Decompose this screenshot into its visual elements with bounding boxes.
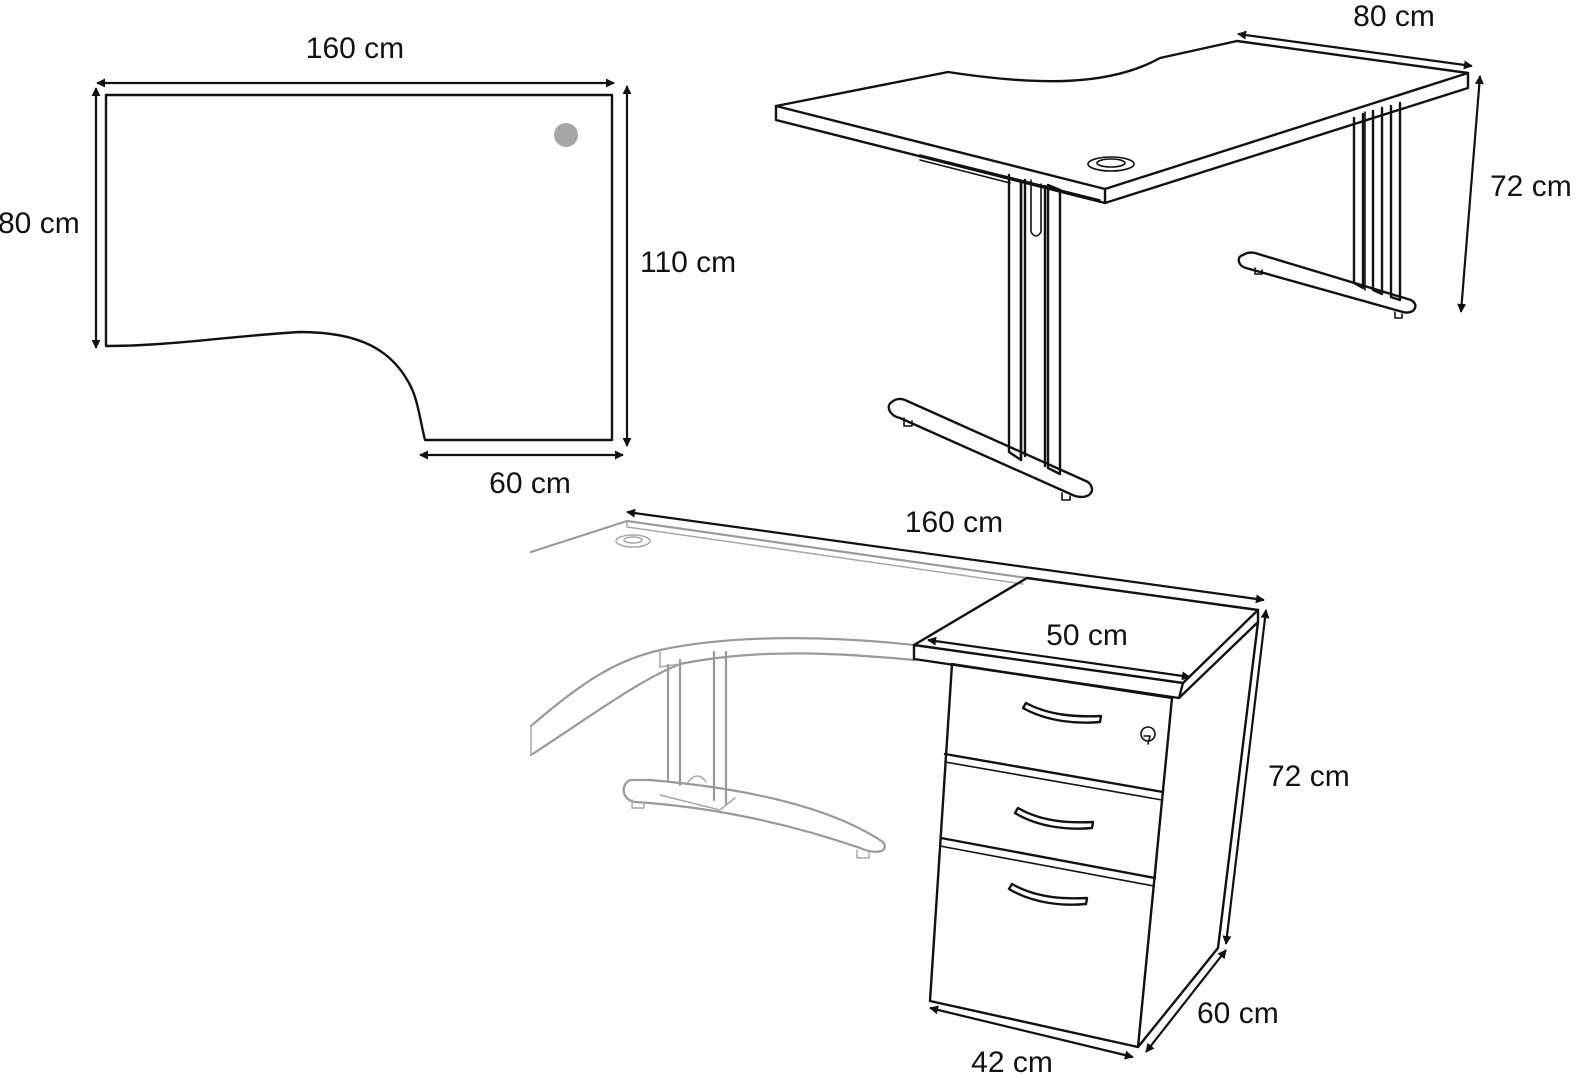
desk-depth-label: 80 cm xyxy=(1353,0,1435,33)
pedestal-depth-label: 60 cm xyxy=(1197,997,1279,1030)
drawer-1-handle-icon[interactable] xyxy=(1021,701,1103,724)
pedestal-desk-width-label: 160 cm xyxy=(905,506,1003,539)
desk-left-foot-glide xyxy=(903,417,1071,501)
desk-left-leg xyxy=(1007,173,1062,476)
pedestal-view: 160 cm 50 cm 72 cm 60 cm 42 cm xyxy=(529,506,1350,1079)
pedestal-front-width-label: 42 cm xyxy=(971,1046,1053,1079)
desk-left-foot xyxy=(887,397,1094,499)
pedestal-top-width-arrow xyxy=(927,636,1191,681)
desk-grommet-inner xyxy=(1096,158,1126,168)
desk-perspective-view: 80 cm 72 cm xyxy=(774,0,1572,501)
desk-top-surface xyxy=(774,39,1470,191)
lock-icon xyxy=(1140,726,1156,745)
top-view-right-depth-label: 110 cm xyxy=(640,246,736,279)
drawer-3-handle-icon[interactable] xyxy=(1007,882,1089,906)
desk-right-foot-glide xyxy=(1254,267,1403,319)
desk-height-label: 72 cm xyxy=(1490,170,1572,203)
drawer-2-handle-icon[interactable] xyxy=(1013,806,1095,830)
pedestal-front-outline xyxy=(928,662,1174,1049)
top-view-width-label: 160 cm xyxy=(306,32,404,65)
pedestal-top-width-label: 50 cm xyxy=(1046,619,1128,652)
desk-right-leg xyxy=(1352,101,1402,302)
pedestal-front-width-arrow xyxy=(929,1005,1134,1060)
pedestal-desk-width-arrow xyxy=(626,508,1265,604)
ghost-desk xyxy=(529,519,1029,859)
top-view-return-width-label: 60 cm xyxy=(489,467,571,500)
pedestal-drawer-2-bottom xyxy=(939,836,1157,880)
pedestal-depth-arrow xyxy=(1145,949,1227,1053)
top-view-plan: 160 cm 80 cm 110 cm 60 cm xyxy=(0,32,736,500)
top-view-left-depth-label: 80 cm xyxy=(0,207,80,240)
desk-grommet-icon xyxy=(1087,156,1135,172)
desk-right-foot xyxy=(1237,251,1417,314)
top-view-desktop-outline xyxy=(104,93,614,442)
grommet-icon xyxy=(554,123,578,147)
desk-depth-arrow xyxy=(1237,30,1473,70)
pedestal-height-arrow xyxy=(1222,609,1270,945)
pedestal-drawer-1-bottom xyxy=(943,752,1165,794)
desk-height-arrow xyxy=(1457,75,1484,313)
pedestal-height-label: 72 cm xyxy=(1268,760,1350,793)
